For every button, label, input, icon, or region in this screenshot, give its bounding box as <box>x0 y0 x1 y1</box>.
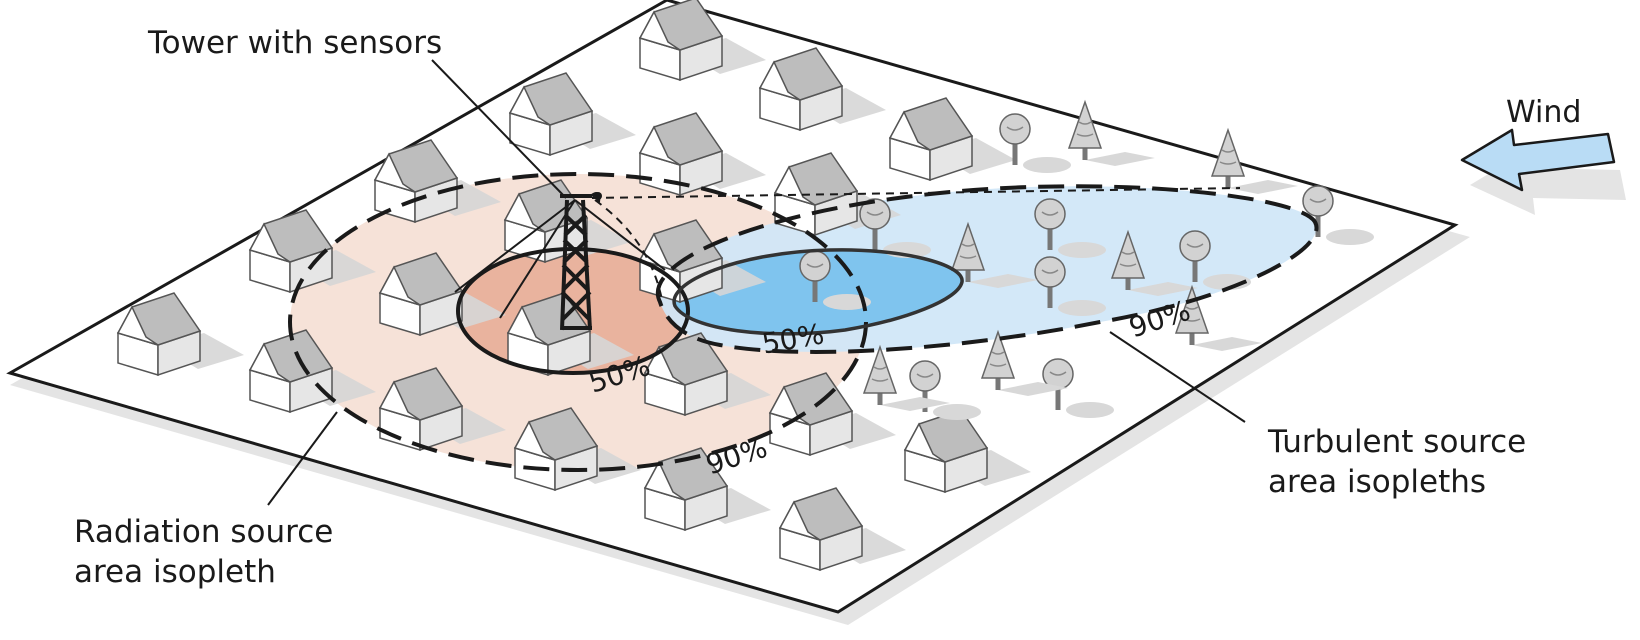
turbulent-90-outline <box>656 184 1319 354</box>
tree-icon <box>1110 229 1198 296</box>
house-icon <box>638 112 766 197</box>
tower-icon <box>454 192 666 331</box>
tree-icon <box>1174 284 1262 351</box>
tree-icon <box>859 198 931 258</box>
house-icon <box>378 252 506 337</box>
isopleth-outlines <box>288 172 1319 472</box>
tree-icon <box>1210 127 1298 194</box>
radiation-90-outline <box>288 172 868 472</box>
house-icon <box>508 72 636 157</box>
radiation-label-line2: area isopleth <box>74 554 276 590</box>
wind-arrow-icon <box>1460 128 1626 215</box>
house-icon <box>903 409 1031 494</box>
house-icon <box>248 209 376 294</box>
radiation-leader-line <box>267 411 338 506</box>
tower-leader-line <box>431 59 567 199</box>
tree-icon <box>909 360 981 420</box>
radiation-label-line1: Radiation source <box>74 514 333 550</box>
turbulent-leader-line <box>1109 331 1246 423</box>
tree-icon <box>862 344 950 411</box>
house-icon <box>638 0 766 82</box>
turbulent-label-line2: area isopleths <box>1268 464 1486 500</box>
tree-icon <box>799 250 871 310</box>
wind-label: Wind <box>1506 95 1581 130</box>
tower-label: Tower with sensors <box>147 25 442 61</box>
tree-icon <box>1034 198 1106 258</box>
house-icon <box>888 97 1016 182</box>
house-icon <box>116 292 244 377</box>
trees <box>799 113 1374 420</box>
turbulent-50-outline <box>672 248 964 336</box>
turbulent-nearfield-line <box>594 199 663 301</box>
turbulent-50-fill <box>674 249 963 334</box>
turbulent-upwind-line <box>591 187 1241 199</box>
house-icon <box>248 329 376 414</box>
turbulent-label-line1: Turbulent source <box>1267 424 1526 460</box>
tree-icon <box>999 113 1071 173</box>
tree-icon <box>980 329 1068 396</box>
house-icon <box>768 372 896 457</box>
house-icon <box>513 407 641 492</box>
tree-icon <box>1034 256 1106 316</box>
house-icon <box>778 487 906 572</box>
conifers <box>862 99 1298 411</box>
tree-icon <box>1302 185 1374 245</box>
tree-icon <box>1067 99 1155 166</box>
house-icon <box>643 447 771 532</box>
tree-icon <box>950 221 1038 288</box>
house-icon <box>758 47 886 132</box>
